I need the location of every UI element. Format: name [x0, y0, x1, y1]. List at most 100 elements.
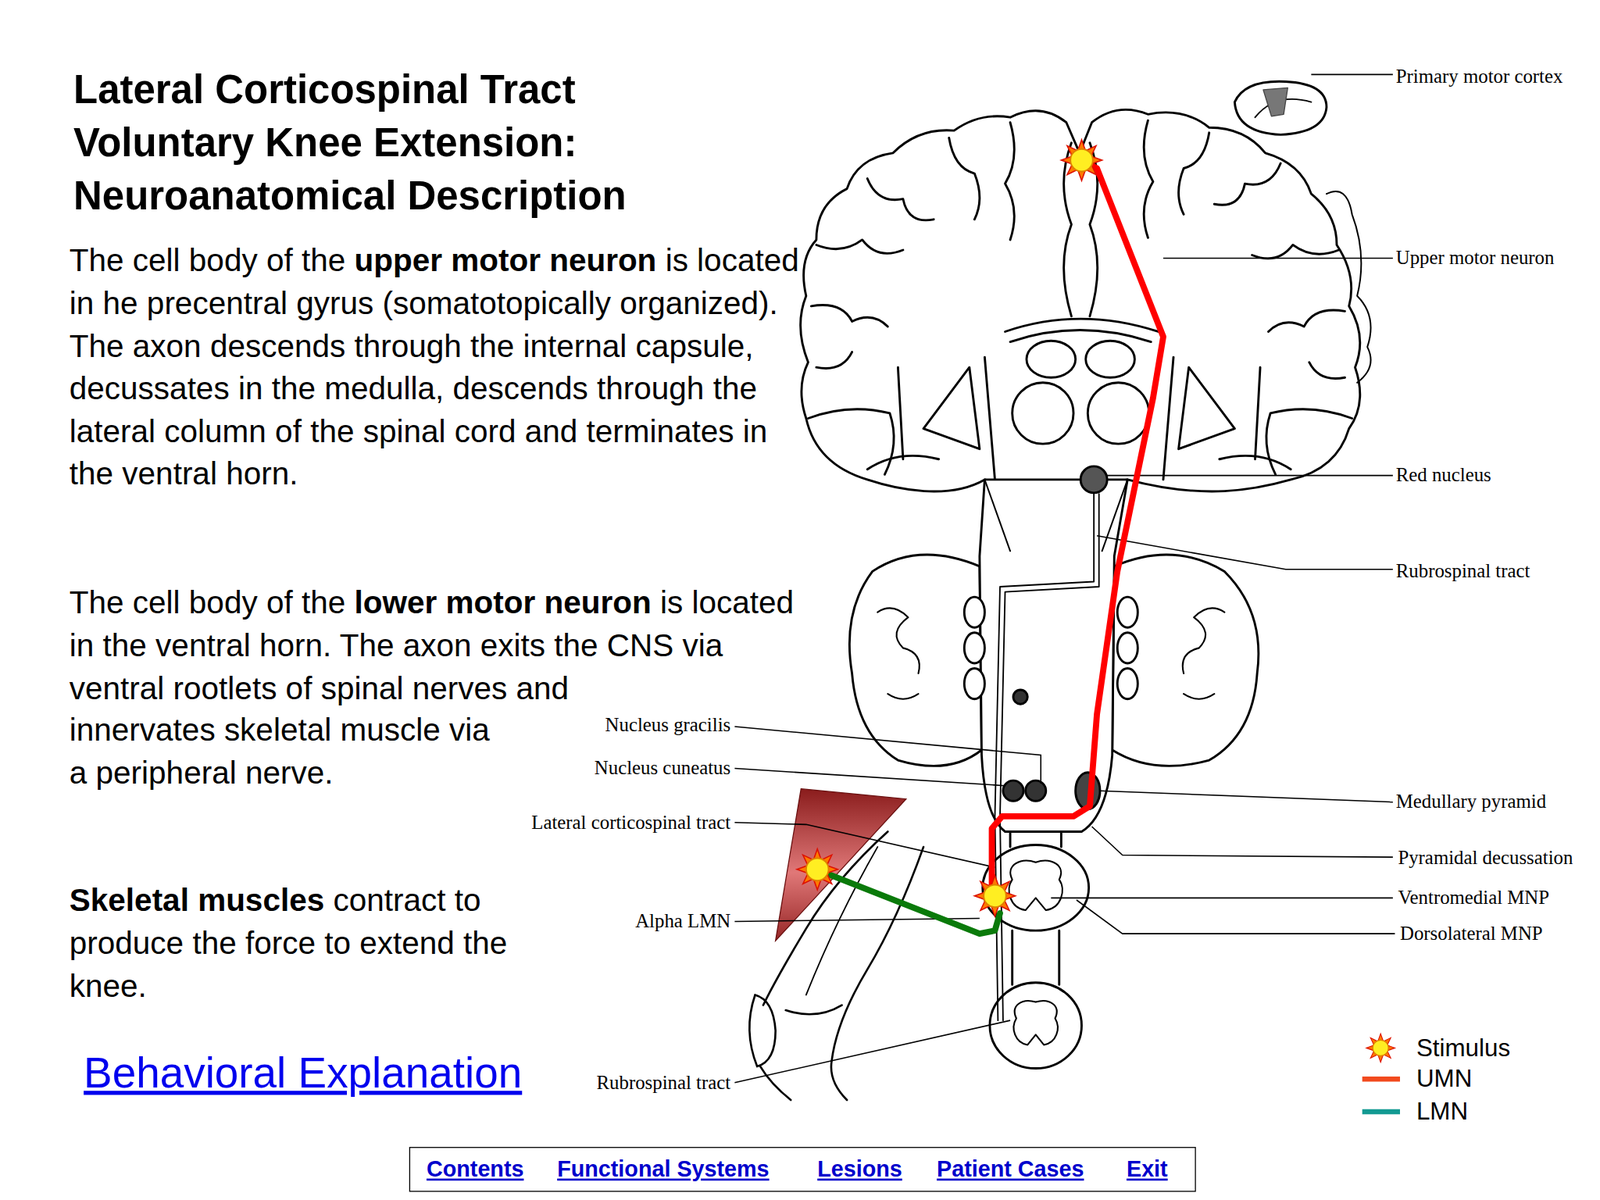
structure-label: Red nucleus — [1396, 464, 1492, 487]
structure-label: Ventromedial MNP — [1397, 886, 1550, 910]
pathways-part — [816, 869, 1000, 934]
text-paragraph: The cell body of the upper motor neuron … — [69, 239, 804, 497]
brain-drawing-part — [1163, 357, 1174, 480]
stimulus-stars — [796, 139, 1395, 1063]
nav-bar: ContentsFunctional SystemsLesionsPatient… — [409, 1146, 1197, 1192]
slide-title: Lateral Corticospinal Tract Voluntary Kn… — [73, 63, 727, 223]
brain-drawing-part — [1255, 367, 1261, 460]
brain-drawing-part — [1080, 466, 1108, 493]
legend-swatch — [1362, 1108, 1400, 1115]
structure-label: Nucleus cuneatus — [594, 757, 731, 780]
leader-lines-part — [1100, 790, 1393, 802]
leader-lines-part — [1096, 535, 1393, 570]
brain-drawing-part — [1252, 244, 1340, 258]
brain-drawing-part — [1178, 132, 1210, 215]
brain-drawing-part — [964, 596, 985, 628]
brain-drawing-part — [1000, 493, 1100, 1021]
brain-drawing-part — [1263, 87, 1288, 117]
structure-label: Pyramidal decussation — [1397, 846, 1573, 870]
structure-label: Primary motor cortex — [1396, 65, 1564, 89]
bold-term: Skeletal muscles — [69, 882, 325, 919]
brain-drawing-part — [816, 239, 904, 254]
legend-text: UMN — [1416, 1064, 1472, 1093]
brain-drawing-part — [1013, 689, 1028, 704]
leader-lines-part — [734, 768, 1005, 786]
leg-drawing-part — [831, 846, 924, 1100]
link-text: Behavioral Explanation — [83, 1044, 522, 1102]
brain-drawing-part — [1234, 81, 1327, 135]
brain-drawing-part — [816, 352, 853, 369]
leader-lines-part — [734, 822, 995, 868]
brain-drawing-part — [1117, 596, 1138, 628]
brain-drawing-part — [1326, 191, 1372, 383]
pathways-part — [992, 160, 1164, 893]
nav-link: Functional Systems — [557, 1156, 769, 1183]
brain-drawing-part — [1085, 340, 1136, 378]
legend-swatch — [1362, 1075, 1400, 1082]
brain-drawing-part — [1309, 362, 1346, 379]
brain-drawing-part — [989, 982, 1083, 1069]
brain-drawing-part — [1005, 122, 1015, 240]
stimulus-stars-part — [1060, 139, 1102, 181]
brain-drawing-part — [949, 137, 980, 219]
leader-lines-part — [734, 726, 1041, 784]
wrap-spacer — [589, 667, 804, 711]
brain-drawing-part — [1268, 310, 1346, 332]
structure-label: Alpha LMN — [635, 910, 731, 933]
leader-lines-part — [1163, 257, 1393, 260]
brain-drawing-part — [964, 668, 985, 700]
brain-drawing-part — [1012, 930, 1060, 985]
brain-drawing-part — [800, 109, 1361, 492]
stimulus-stars-part — [1366, 1033, 1396, 1063]
leg-drawing-part — [749, 994, 775, 1066]
brain-drawing-part — [810, 305, 888, 327]
brain-drawing-part — [984, 479, 1128, 551]
structure-label: Medullary pyramid — [1396, 790, 1547, 814]
leg-drawing — [749, 789, 924, 1100]
brain-drawing-part — [807, 409, 894, 475]
brain-drawing-part — [849, 554, 982, 766]
structure-label: Nucleus gracilis — [605, 714, 732, 737]
leg-drawing-part — [775, 789, 907, 942]
nav-link: Patient Cases — [936, 1156, 1084, 1183]
leader-lines-part — [1076, 900, 1396, 934]
brain-drawing-part — [1178, 367, 1236, 449]
bold-term: lower motor neuron — [353, 584, 651, 621]
brain-drawing-part — [1219, 455, 1291, 469]
brain-drawing-part — [1012, 382, 1074, 444]
brain-drawing-part — [984, 357, 995, 480]
brain-drawing-part — [897, 367, 904, 460]
structure-label: Upper motor neuron — [1396, 246, 1555, 270]
brain-drawing-part — [1182, 607, 1225, 674]
wrap-spacer — [493, 709, 804, 1016]
leader-lines-part — [1107, 475, 1393, 477]
brain-drawing-part — [1266, 409, 1353, 475]
brain-drawing-part — [1117, 668, 1138, 700]
brain-drawing-part — [994, 493, 1094, 1021]
leg-drawing-part — [785, 1005, 843, 1015]
brain-drawing-part — [867, 455, 939, 469]
brain-drawing-part — [1117, 632, 1138, 664]
stimulus-stars-part — [974, 875, 1015, 917]
brain-drawing-part — [964, 632, 985, 664]
text-paragraph: Skeletal muscles contract to produce the… — [69, 879, 519, 1008]
bold-term: upper motor neuron — [353, 242, 657, 279]
brain-drawing-part — [1143, 120, 1154, 238]
leader-lines-part — [734, 1020, 1011, 1083]
structure-label: Rubrospinal tract — [1396, 560, 1531, 583]
brain-drawing — [800, 81, 1372, 1068]
leader-lines-part — [1050, 897, 1393, 900]
structure-label: Dorsolateral MNP — [1400, 922, 1543, 946]
body-text: is located in he precentral gyrus (somat… — [69, 242, 800, 493]
brain-drawing-part — [1009, 860, 1063, 911]
brain-drawing-part — [867, 178, 934, 221]
legend-text: Stimulus — [1416, 1033, 1511, 1063]
brain-drawing-part — [1003, 780, 1024, 801]
brain-drawing-part — [1112, 554, 1259, 766]
leader-lines-part — [1092, 826, 1393, 858]
brain-drawing-part — [1214, 163, 1281, 205]
body-text: The cell body of the — [69, 242, 346, 279]
brain-drawing-part — [923, 367, 980, 449]
structure-label: Lateral corticospinal tract — [531, 810, 731, 834]
